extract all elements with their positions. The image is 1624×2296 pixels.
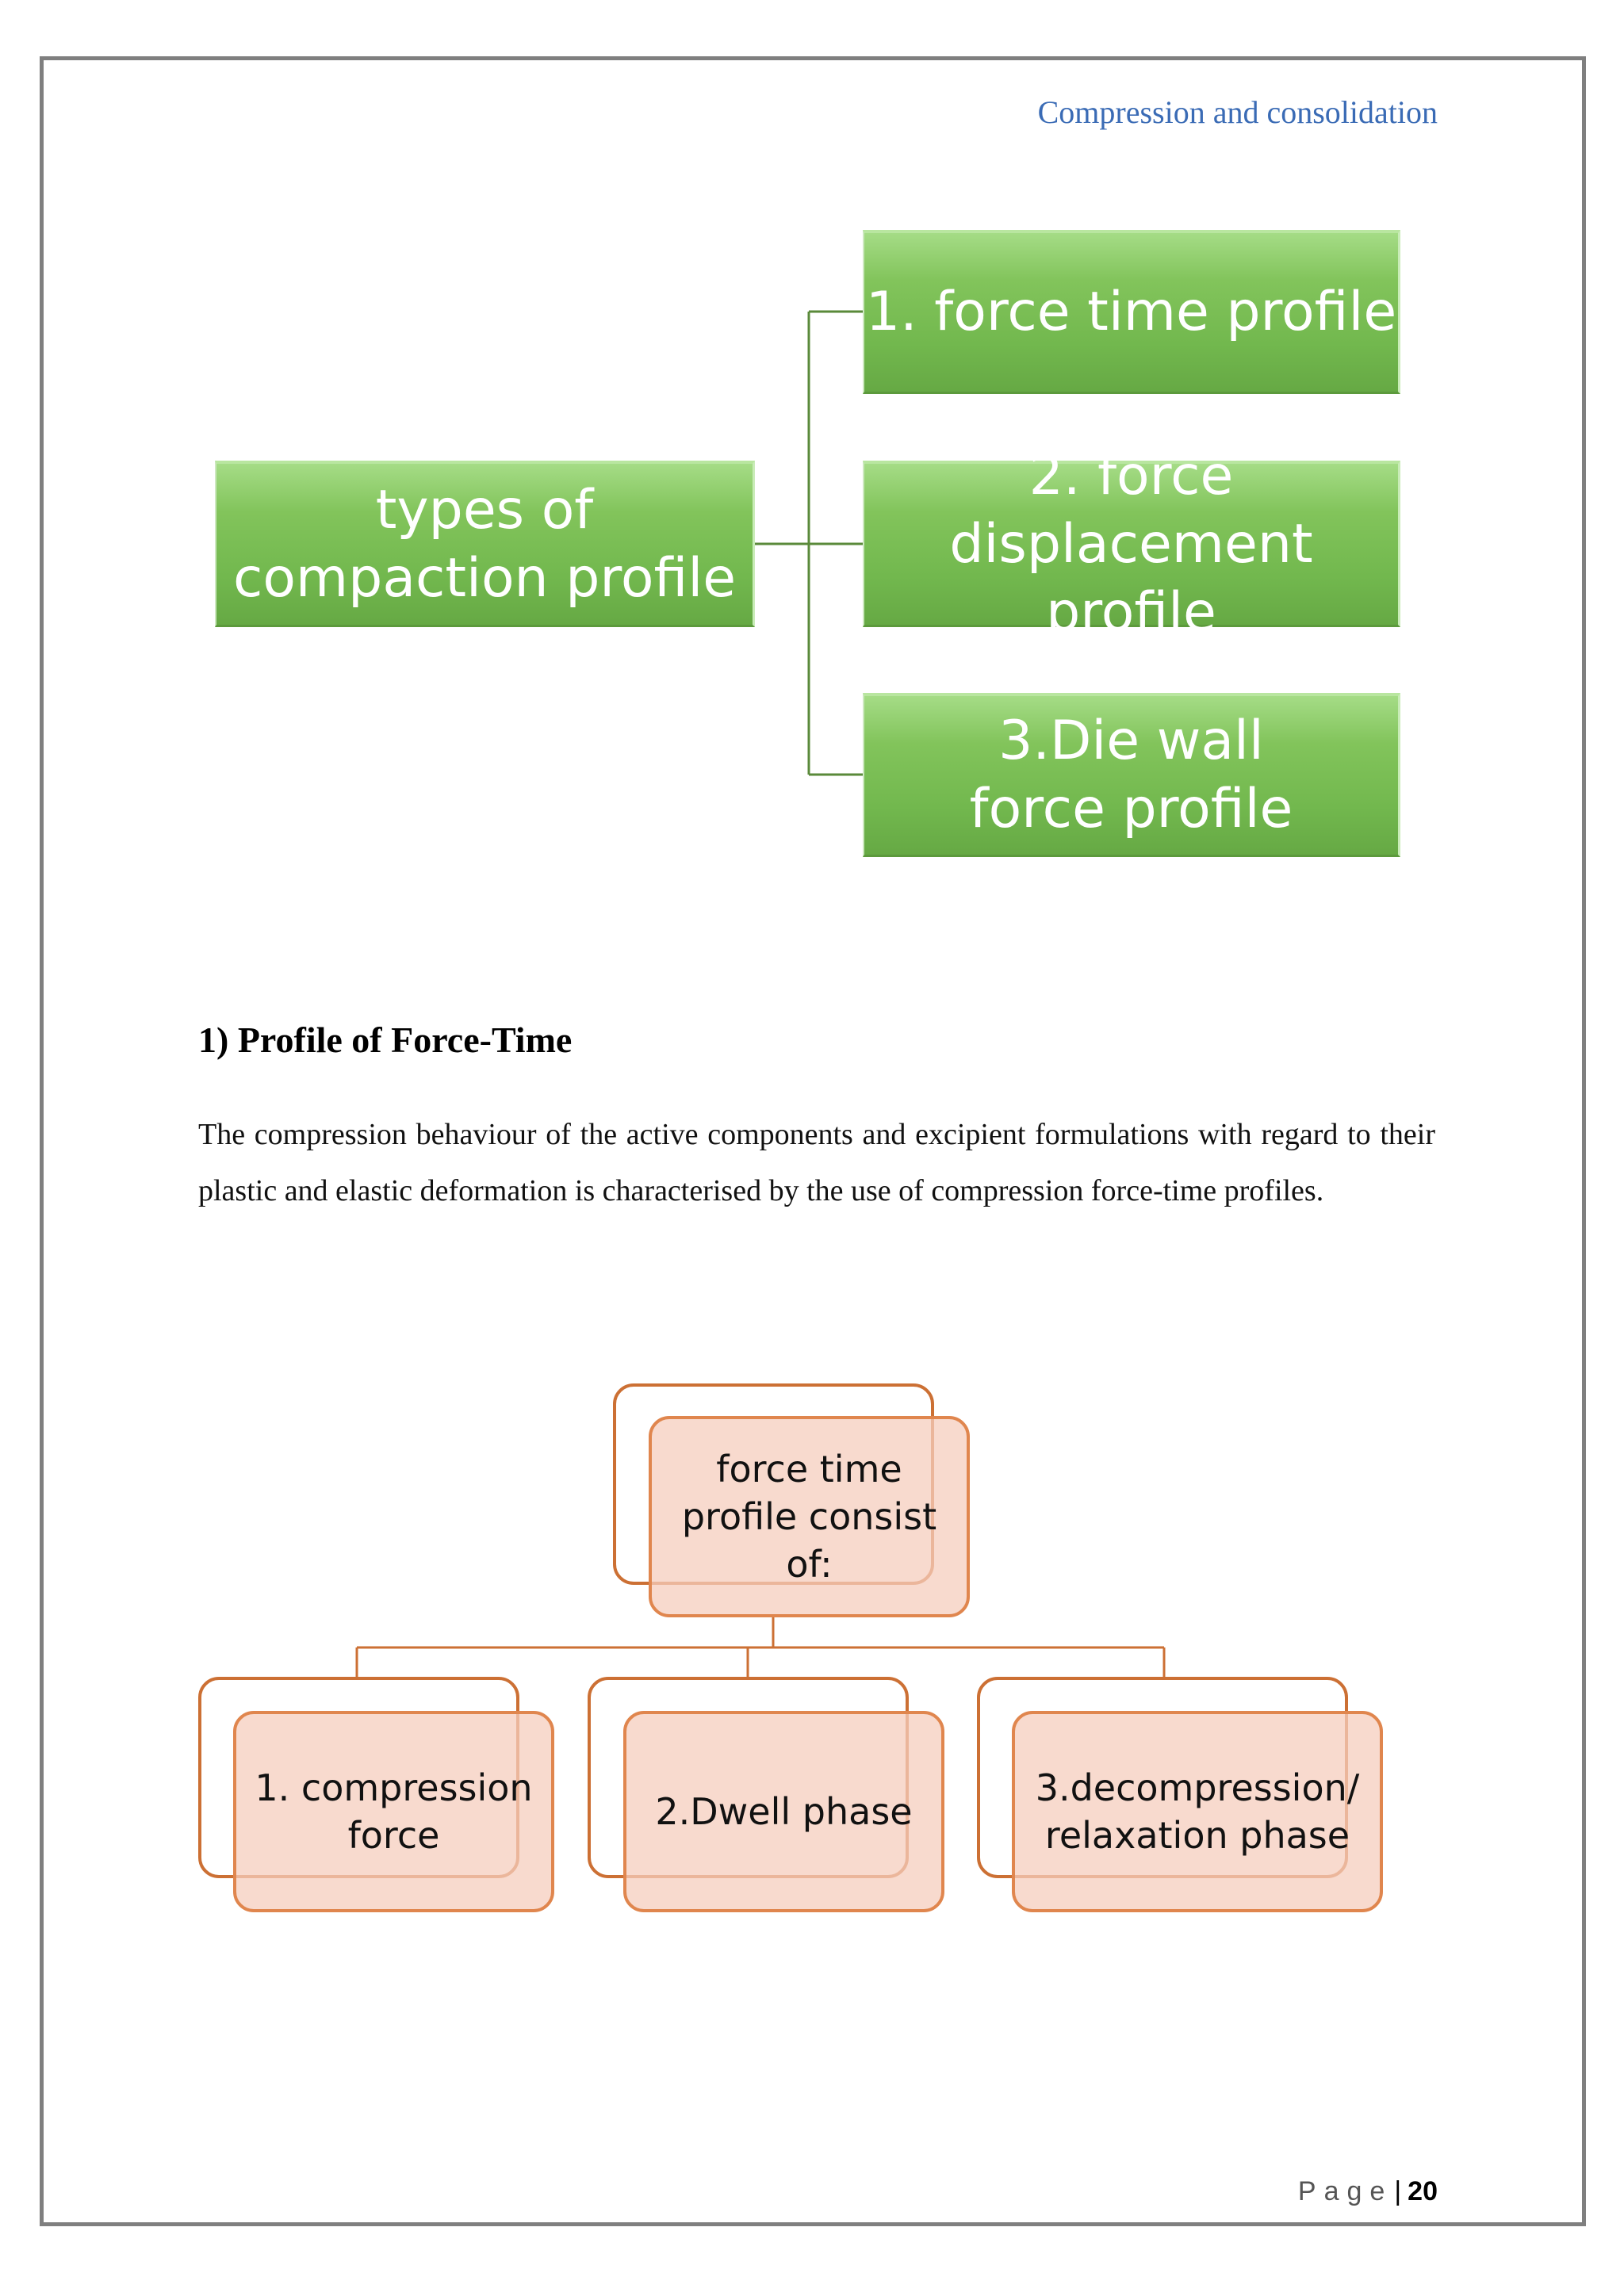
diagram2-root-label: force time profile consist of: <box>681 1448 937 1586</box>
section-paragraph: The compression behaviour of the active … <box>198 1118 1435 1207</box>
section-heading: 1) Profile of Force-Time <box>198 1020 573 1060</box>
diagram1-child-label-3: 3.Die wall force profile <box>969 710 1293 840</box>
page-separator: | <box>1394 2176 1402 2206</box>
diagram1-child-label-1: 1. force time profile <box>865 281 1397 343</box>
diagram2-child-box-1: 1. compression force <box>233 1711 554 1912</box>
running-header: Compression and consolidation <box>1037 94 1438 130</box>
diagram2-child-box-2: 2.Dwell phase <box>623 1711 944 1912</box>
diagram2-child-label-3: 3.decompression/ relaxation phase <box>1035 1766 1360 1857</box>
page-label: Page <box>1297 2176 1393 2206</box>
diagram1-root-box: types of compaction profile <box>215 461 755 627</box>
diagram2-child-box-3: 3.decompression/ relaxation phase <box>1012 1711 1383 1912</box>
diagram1-child-box-2: 2. force displacement profile <box>863 445 1400 644</box>
page-number: 20 <box>1408 2176 1438 2206</box>
diagram2-root-box: force time profile consist of: <box>649 1416 970 1617</box>
diagram1-child-box-3: 3.Die wall force profile <box>863 693 1400 857</box>
diagram2-child-label-1: 1. compression force <box>255 1766 533 1857</box>
page-number-footer: Page|20 <box>1298 2176 1438 2207</box>
diagram1-child-box-1: 1. force time profile <box>863 230 1400 394</box>
diagram2-child-label-2: 2.Dwell phase <box>655 1790 913 1833</box>
diagram1-child-label-2: 2. force displacement profile <box>949 444 1313 644</box>
page-border <box>40 56 1586 2226</box>
diagram1-root-label: types of compaction profile <box>232 478 737 610</box>
